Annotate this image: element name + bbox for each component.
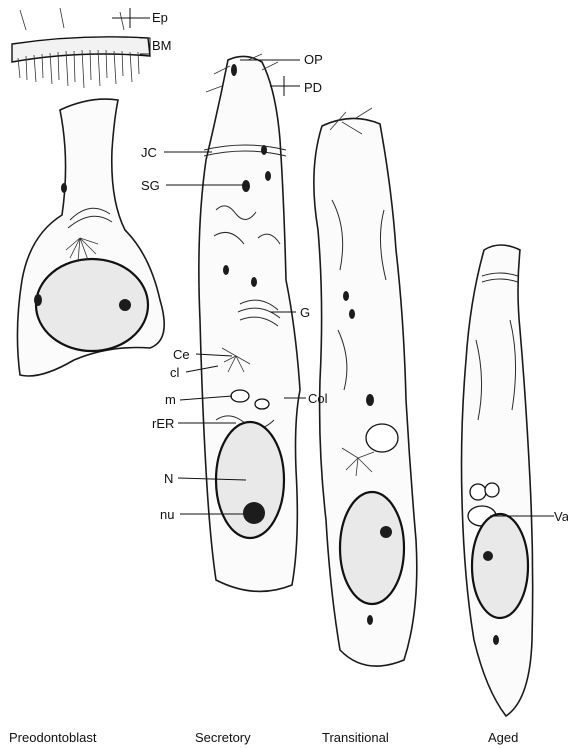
aged-nucleolus xyxy=(483,551,493,561)
epithelium-lines xyxy=(20,8,124,30)
secretory-nucleolus xyxy=(243,502,265,524)
transitional-vacuole xyxy=(366,424,398,452)
label-sg: SG xyxy=(141,178,160,193)
label-op: OP xyxy=(304,52,323,67)
caption-transitional: Transitional xyxy=(322,730,389,745)
label-ep: Ep xyxy=(152,10,168,25)
aged-vacuole xyxy=(485,483,499,497)
leader-ep xyxy=(112,8,150,28)
aged-granule xyxy=(493,635,499,645)
transitional-granule xyxy=(343,291,349,301)
secretory-granule xyxy=(265,171,271,181)
label-va: Va xyxy=(554,509,568,524)
transitional-granule xyxy=(349,309,355,319)
label-bm: BM xyxy=(152,38,172,53)
label-cl: cl xyxy=(170,365,180,380)
transitional-nucleus xyxy=(340,492,404,604)
transitional-granule xyxy=(366,394,374,406)
aged-nucleus xyxy=(472,514,528,618)
transitional-nucleolus xyxy=(380,526,392,538)
label-col: Col xyxy=(308,391,328,406)
label-ce: Ce xyxy=(173,347,190,362)
basement-membrane xyxy=(12,37,150,62)
secretory-granule xyxy=(231,64,237,76)
label-n: N xyxy=(164,471,173,486)
secretory-granule xyxy=(223,265,229,275)
cell-aged xyxy=(462,245,533,716)
secretory-mitochondrion xyxy=(255,399,269,409)
cell-secretory xyxy=(199,54,300,591)
label-m: m xyxy=(165,392,176,407)
label-pd: PD xyxy=(304,80,322,95)
secretory-granule xyxy=(261,145,267,155)
cell-transitional xyxy=(314,108,417,666)
preodontoblast-nucleolus xyxy=(119,299,131,311)
label-g: G xyxy=(300,305,310,320)
label-nu: nu xyxy=(160,507,174,522)
preodontoblast-nucleus xyxy=(36,259,148,351)
leader-pd xyxy=(270,76,300,96)
secretory-granule xyxy=(251,277,257,287)
transitional-granule xyxy=(367,615,373,625)
aged-outline xyxy=(462,245,533,716)
preodontoblast-mitochondrion xyxy=(34,294,42,306)
label-rer: rER xyxy=(152,416,174,431)
secretory-mitochondrion xyxy=(231,390,249,402)
caption-aged: Aged xyxy=(488,730,518,745)
aged-vacuole xyxy=(470,484,486,500)
label-jc: JC xyxy=(141,145,157,160)
preodontoblast-granule xyxy=(61,183,67,193)
secretory-granule xyxy=(242,180,250,192)
caption-secretory: Secretory xyxy=(195,730,251,745)
caption-preodontoblast: Preodontoblast xyxy=(9,730,97,745)
